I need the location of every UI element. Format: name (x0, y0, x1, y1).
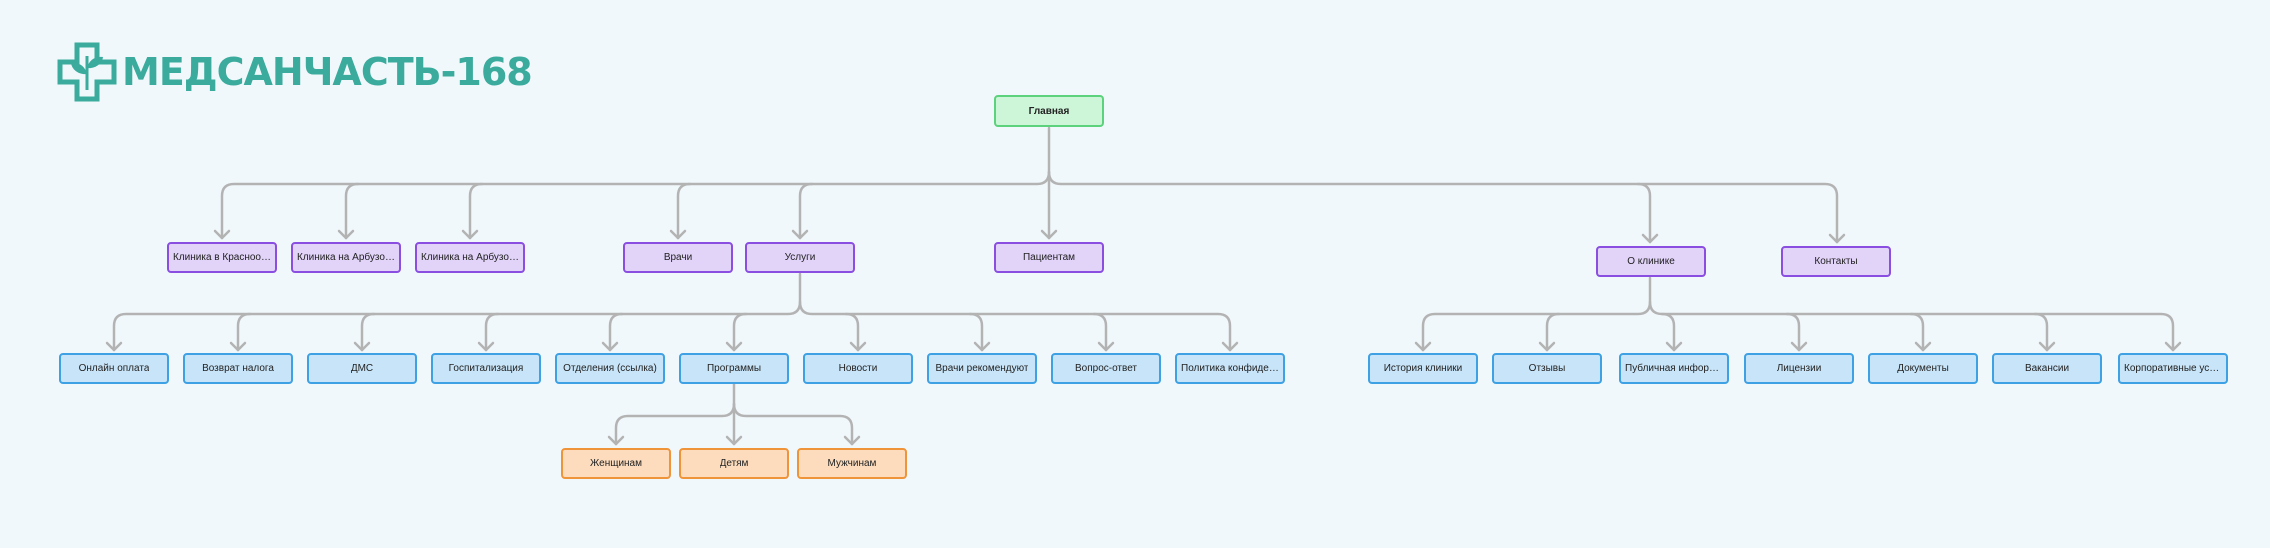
node-label: Пациентам (1022, 252, 1076, 263)
node-patients[interactable]: Пациентам (994, 242, 1104, 273)
node-hospitalization[interactable]: Госпитализация (431, 353, 541, 384)
node-label: Врачи (663, 252, 693, 263)
node-label: О клинике (1627, 256, 1675, 267)
node-news[interactable]: Новости (803, 353, 913, 384)
node-label: Публичная информац… (1625, 363, 1723, 374)
node-services[interactable]: Услуги (745, 242, 855, 273)
node-contacts[interactable]: Контакты (1781, 246, 1891, 277)
node-label: Вопрос-ответ (1074, 363, 1138, 374)
node-for-children[interactable]: Детям (679, 448, 789, 479)
medical-cross-leaf-icon (57, 42, 117, 102)
node-for-men[interactable]: Мужчинам (797, 448, 907, 479)
node-clinic-krasnoobsk[interactable]: Клиника в Краснообс… (167, 242, 277, 273)
node-label: Программы (706, 363, 762, 374)
node-privacy-policy[interactable]: Политика конфиденц… (1175, 353, 1285, 384)
node-public-info[interactable]: Публичная информац… (1619, 353, 1729, 384)
node-label: Корпоративные услуги (2124, 363, 2222, 374)
node-label: Онлайн оплата (78, 363, 150, 374)
brand-logo[interactable]: МЕДСАНЧАСТЬ-168 (57, 42, 533, 102)
node-label: Госпитализация (448, 363, 524, 374)
node-for-women[interactable]: Женщинам (561, 448, 671, 479)
node-label: Главная (1028, 105, 1070, 117)
node-tax-refund[interactable]: Возврат налога (183, 353, 293, 384)
node-label: Документы (1897, 363, 1949, 374)
node-label: Клиника на Арбузова… (297, 252, 395, 263)
node-clinic-history[interactable]: История клиники (1368, 353, 1478, 384)
node-departments[interactable]: Отделения (ссылка) (555, 353, 665, 384)
node-label: История клиники (1383, 363, 1463, 374)
node-label: Женщинам (590, 458, 642, 469)
node-label: Детям (719, 458, 749, 469)
node-home[interactable]: Главная (994, 95, 1104, 127)
node-label: Лицензии (1776, 363, 1822, 374)
node-faq[interactable]: Вопрос-ответ (1051, 353, 1161, 384)
node-online-payment[interactable]: Онлайн оплата (59, 353, 169, 384)
brand-name: МЕДСАНЧАСТЬ-168 (122, 50, 533, 94)
node-dms[interactable]: ДМС (307, 353, 417, 384)
node-label: Новости (838, 363, 878, 374)
node-corporate-services[interactable]: Корпоративные услуги (2118, 353, 2228, 384)
node-label: Вакансии (2024, 363, 2070, 374)
node-label: Отделения (ссылка) (563, 363, 657, 374)
node-label: Врачи рекомендуют (935, 363, 1029, 374)
node-label: Мужчинам (827, 458, 877, 469)
node-label: ДМС (350, 363, 374, 374)
node-label: Клиника в Краснообс… (173, 252, 271, 263)
node-doctors[interactable]: Врачи (623, 242, 733, 273)
node-clinic-arbuzova[interactable]: Клиника на Арбузова… (291, 242, 401, 273)
node-label: Отзывы (1528, 363, 1566, 374)
node-clinic-arbuzova-6[interactable]: Клиника на Арбузова 6 (415, 242, 525, 273)
node-label: Клиника на Арбузова 6 (421, 252, 519, 263)
node-licenses[interactable]: Лицензии (1744, 353, 1854, 384)
node-label: Услуги (784, 252, 816, 263)
node-documents[interactable]: Документы (1868, 353, 1978, 384)
node-about-clinic[interactable]: О клинике (1596, 246, 1706, 277)
node-label: Политика конфиденц… (1181, 363, 1279, 374)
node-reviews[interactable]: Отзывы (1492, 353, 1602, 384)
node-programs[interactable]: Программы (679, 353, 789, 384)
node-label: Контакты (1814, 256, 1858, 267)
node-vacancies[interactable]: Вакансии (1992, 353, 2102, 384)
node-doctors-recommend[interactable]: Врачи рекомендуют (927, 353, 1037, 384)
node-label: Возврат налога (202, 363, 274, 374)
